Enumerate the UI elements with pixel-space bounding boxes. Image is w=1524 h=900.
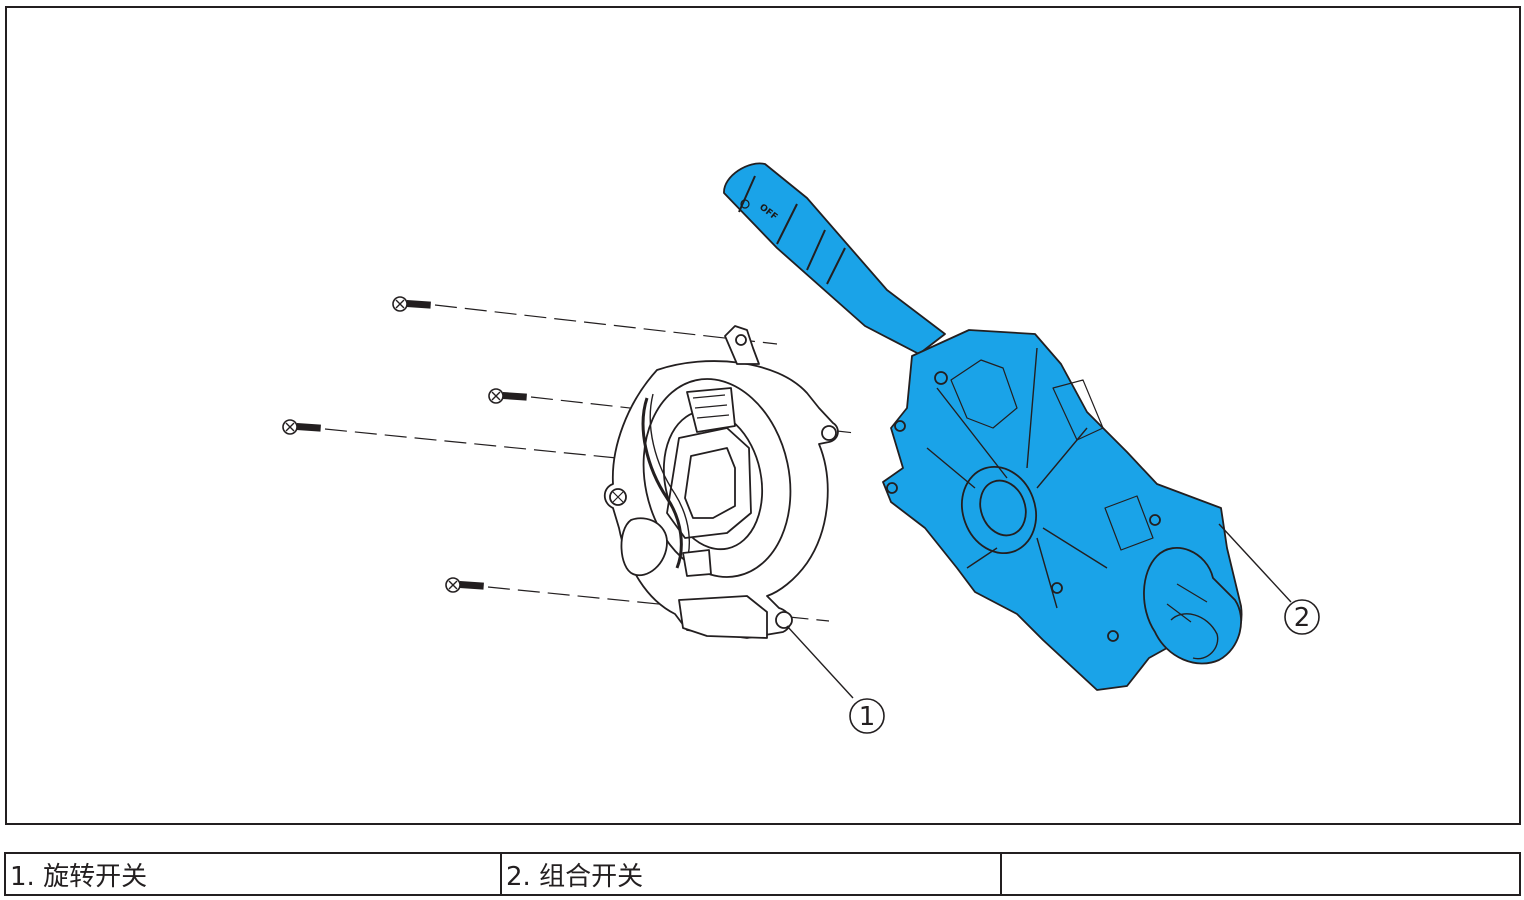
- callout-2: 2: [1218, 523, 1320, 635]
- legend-item-combination-switch: 2. 组合开关: [502, 854, 1002, 894]
- callout-1-number: 1: [859, 702, 876, 732]
- exploded-view-figure: OFF 1 2: [5, 6, 1521, 825]
- screw-upper-middle: [488, 388, 527, 404]
- screw-top: [392, 296, 431, 312]
- legend-item-empty: [1002, 854, 1519, 894]
- screw-left: [282, 419, 321, 435]
- exploded-view-drawing: OFF 1 2: [282, 162, 1320, 734]
- rotary-switch: [603, 325, 839, 639]
- combination-switch: [723, 162, 1243, 691]
- callout-2-number: 2: [1294, 603, 1311, 633]
- legend-table: 1. 旋转开关 2. 组合开关: [4, 852, 1521, 896]
- screw-bottom: [445, 577, 484, 593]
- light-icon: [740, 199, 750, 209]
- legend-item-rotary-switch: 1. 旋转开关: [6, 854, 502, 894]
- callout-1: 1: [786, 625, 885, 734]
